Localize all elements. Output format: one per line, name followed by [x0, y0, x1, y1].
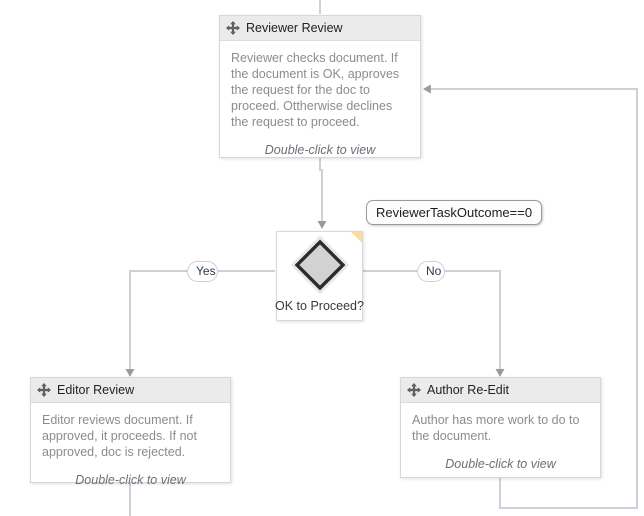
node-description: Reviewer checks document. If the documen…	[231, 51, 400, 129]
node-author-re-edit[interactable]: Author Re-Edit Author has more work to d…	[400, 377, 601, 478]
node-description: Editor reviews document. If approved, it…	[42, 413, 197, 459]
node-title: Editor Review	[57, 383, 135, 397]
corner-marker-icon	[351, 232, 362, 243]
condition-expression-chip[interactable]: ReviewerTaskOutcome==0	[366, 200, 543, 225]
node-header: Author Re-Edit	[401, 378, 600, 403]
node-decision-ok-to-proceed[interactable]: OK to Proceed?	[275, 231, 364, 321]
node-hint: Double-click to view	[445, 457, 556, 471]
node-hint: Double-click to view	[75, 473, 186, 487]
node-title: Reviewer Review	[246, 21, 343, 35]
decision-label: OK to Proceed?	[275, 299, 364, 313]
node-body: Reviewer checks document. If the documen…	[220, 41, 420, 163]
node-header: Reviewer Review	[220, 16, 420, 41]
node-description: Author has more work to do to the docume…	[412, 413, 580, 443]
wire-no-to-author	[363, 270, 505, 377]
wire-yes-to-editor	[125, 270, 275, 377]
node-editor-review[interactable]: Editor Review Editor reviews document. I…	[30, 377, 231, 487]
node-body: Author has more work to do to the docume…	[401, 403, 600, 477]
move-arrows-icon	[37, 383, 51, 397]
diamond-shape	[277, 232, 362, 298]
node-hint: Double-click to view	[264, 143, 376, 157]
move-arrows-icon	[407, 383, 421, 397]
node-title: Author Re-Edit	[427, 383, 509, 397]
node-reviewer-review[interactable]: Reviewer Review Reviewer checks document…	[219, 15, 421, 158]
move-arrows-icon	[226, 21, 240, 35]
node-body: Editor reviews document. If approved, it…	[31, 403, 230, 493]
node-header: Editor Review	[31, 378, 230, 403]
wire-review-to-decision	[317, 157, 327, 229]
branch-label-no[interactable]: No	[417, 261, 445, 282]
branch-label-yes[interactable]: Yes	[187, 261, 218, 282]
